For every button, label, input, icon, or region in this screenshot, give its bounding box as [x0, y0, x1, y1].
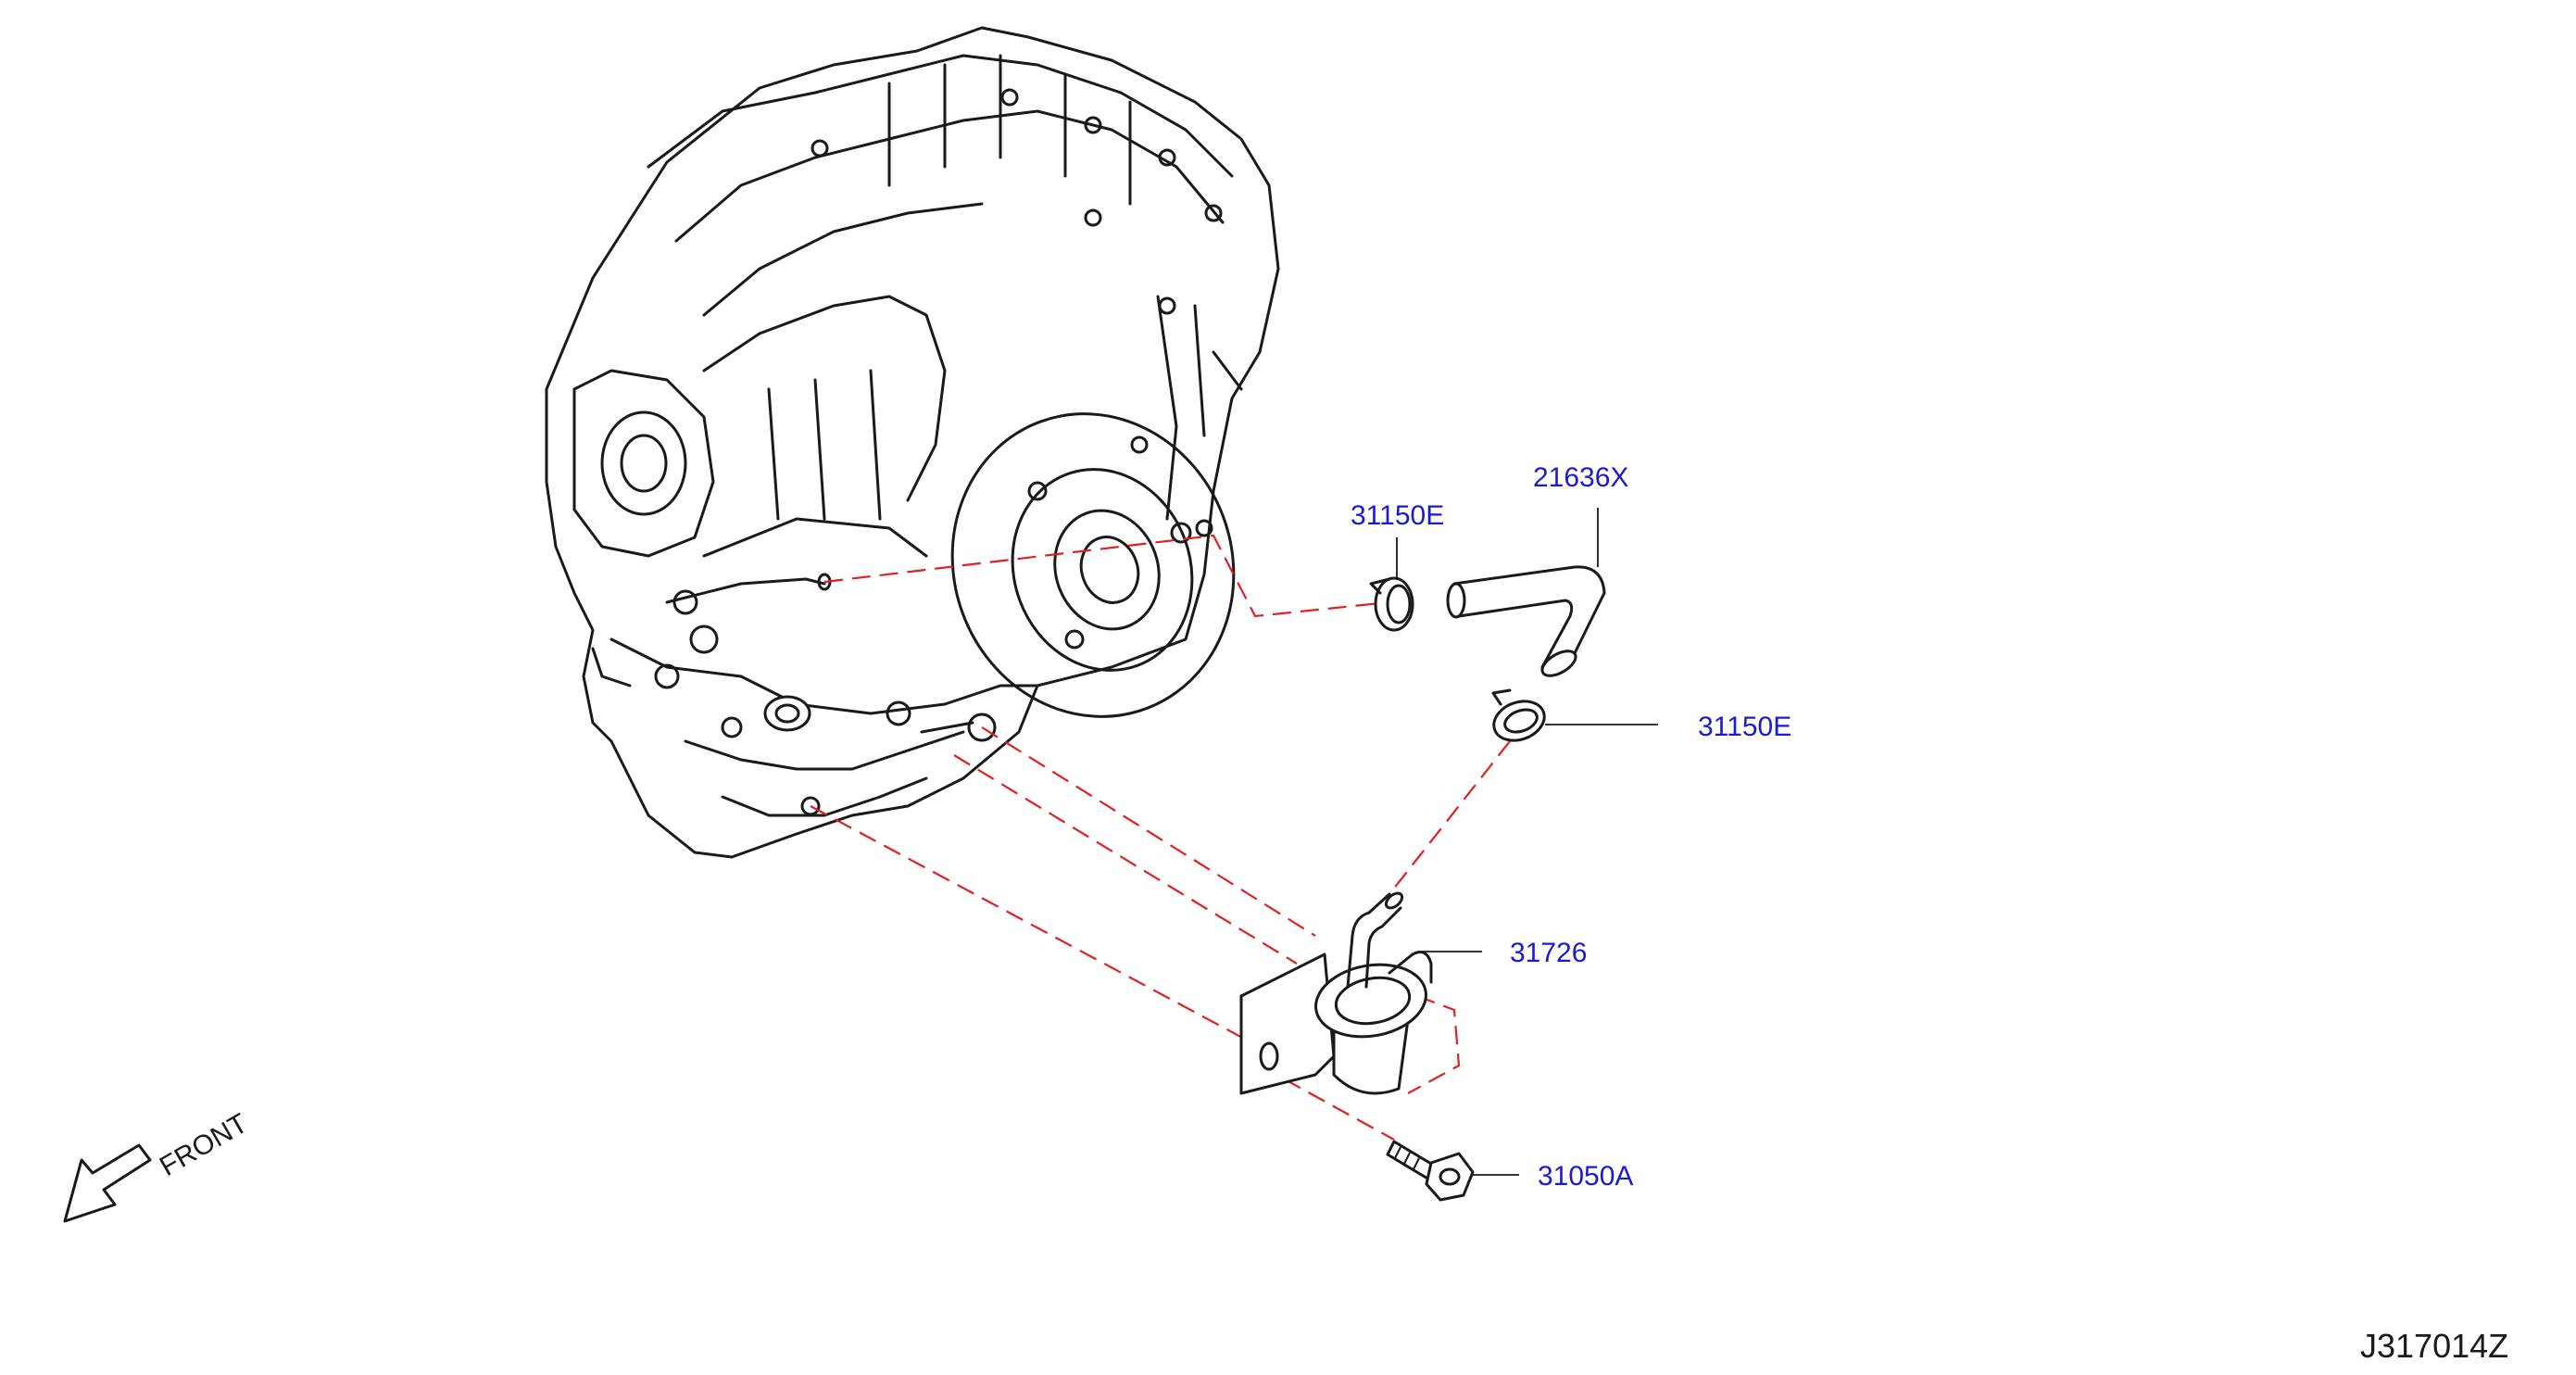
- hose-clamp-upper[interactable]: [1369, 576, 1414, 632]
- label-bolt-31050a: 31050A: [1538, 1161, 1633, 1192]
- oil-cooler[interactable]: [1239, 890, 1433, 1095]
- transmission-assembly: [545, 26, 1280, 859]
- cooler-outline-locator: [1407, 994, 1461, 1094]
- hose-locator-line: [823, 534, 1390, 618]
- cooler-locator-line-2: [953, 754, 1298, 965]
- mounting-bolt[interactable]: [1386, 1140, 1475, 1202]
- hose-clamp-lower[interactable]: [1489, 688, 1550, 747]
- front-arrow-icon: [63, 1143, 152, 1223]
- oil-cooler-hose[interactable]: [1446, 565, 1606, 681]
- bolt-locator-line: [1259, 1065, 1395, 1141]
- front-label: FRONT: [155, 1108, 253, 1182]
- cooler-locator-line-1: [981, 726, 1316, 937]
- label-oil-cooler-31726: 31726: [1510, 938, 1587, 968]
- leader-lines: [1396, 508, 1658, 1176]
- label-clamp-lower-31150e: 31150E: [1698, 712, 1791, 742]
- cooler-locator-line-3: [810, 805, 1261, 1048]
- diagram-reference-code: J317014Z: [2360, 1327, 2508, 1365]
- front-indicator: FRONT: [63, 1108, 253, 1223]
- label-hose-21636x: 21636X: [1533, 462, 1628, 493]
- lower-clamp-locator-line: [1389, 740, 1511, 895]
- label-clamp-upper-31150e: 31150E: [1351, 500, 1444, 531]
- locator-lines: [810, 534, 1511, 1141]
